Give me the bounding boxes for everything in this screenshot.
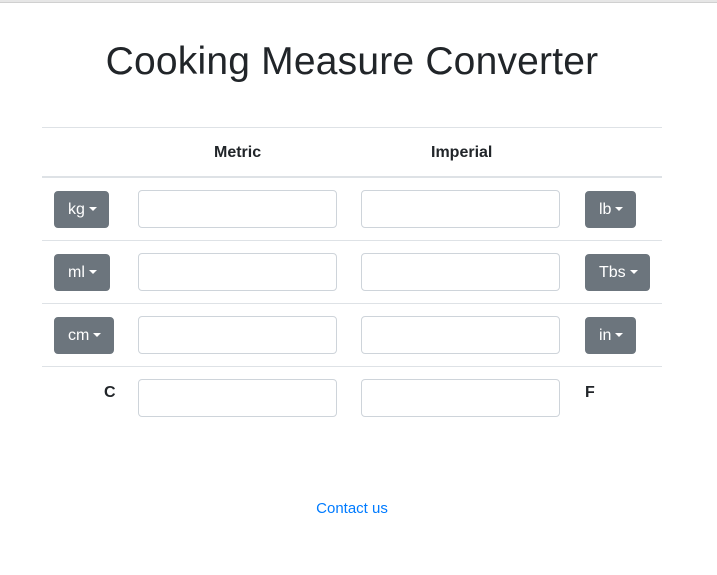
imperial-unit-label: Tbs xyxy=(599,263,626,281)
imperial-unit-dropdown-in[interactable]: in xyxy=(585,317,636,354)
metric-unit-label: cm xyxy=(68,326,90,344)
caret-down-icon xyxy=(629,269,638,274)
column-header-metric: Metric xyxy=(214,144,262,161)
caret-down-icon xyxy=(615,332,624,337)
imperial-unit-dropdown-lb[interactable]: lb xyxy=(585,191,636,228)
imperial-value-input-tbs[interactable] xyxy=(361,253,560,291)
row-divider xyxy=(42,366,662,367)
metric-unit-label: ml xyxy=(68,263,85,281)
row-divider xyxy=(42,303,662,304)
caret-down-icon xyxy=(93,332,102,337)
imperial-value-input-fahrenheit[interactable] xyxy=(361,379,560,417)
page-title: Cooking Measure Converter xyxy=(105,40,599,83)
imperial-unit-dropdown-tbs[interactable]: Tbs xyxy=(585,254,650,291)
metric-value-input-kg[interactable] xyxy=(138,190,337,228)
metric-unit-celsius: C xyxy=(104,384,116,401)
caret-down-icon xyxy=(88,269,97,274)
imperial-value-input-lb[interactable] xyxy=(361,190,560,228)
metric-unit-dropdown-ml[interactable]: ml xyxy=(54,254,110,291)
imperial-unit-label: in xyxy=(599,326,612,344)
table-top-border xyxy=(42,127,662,128)
browser-top-border xyxy=(0,0,717,3)
imperial-value-input-in[interactable] xyxy=(361,316,560,354)
metric-value-input-cm[interactable] xyxy=(138,316,337,354)
metric-unit-dropdown-cm[interactable]: cm xyxy=(54,317,114,354)
metric-value-input-celsius[interactable] xyxy=(138,379,337,417)
metric-unit-dropdown-kg[interactable]: kg xyxy=(54,191,109,228)
contact-us-link[interactable]: Contact us xyxy=(316,500,388,517)
metric-value-input-ml[interactable] xyxy=(138,253,337,291)
column-header-imperial: Imperial xyxy=(431,144,493,161)
caret-down-icon xyxy=(88,206,97,211)
caret-down-icon xyxy=(615,206,624,211)
imperial-unit-label: lb xyxy=(599,200,612,218)
imperial-unit-fahrenheit: F xyxy=(585,384,595,401)
metric-unit-label: kg xyxy=(68,200,85,218)
row-divider xyxy=(42,240,662,241)
header-divider xyxy=(42,176,662,178)
